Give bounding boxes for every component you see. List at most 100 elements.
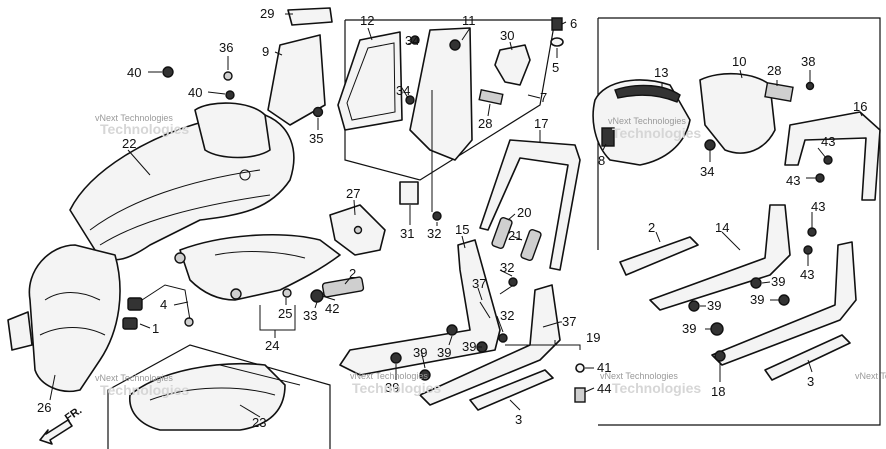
watermark-1: vNext Technologies	[95, 113, 173, 123]
bolt-part-39h	[710, 322, 724, 336]
callout-39d: 39	[462, 339, 476, 354]
callout-41: 41	[597, 360, 611, 375]
watermark-6: vNext Technologies	[855, 371, 886, 381]
callout-32b: 32	[500, 260, 514, 275]
socket-part-5	[550, 37, 564, 47]
watermark-2: vNext Technologies	[608, 116, 686, 126]
callout-23: 23	[252, 415, 266, 430]
callout-11: 11	[462, 13, 476, 28]
callout-39c: 39	[437, 345, 451, 360]
watermark-large-4: Technologies	[352, 380, 441, 396]
callout-6: 6	[570, 16, 577, 31]
tail-cowl-part-13	[592, 79, 691, 166]
bolt-part-39a	[390, 352, 402, 364]
callout-32c: 32	[500, 308, 514, 323]
rear-fender-part-22	[69, 102, 295, 261]
bolt-part-43c	[807, 227, 817, 237]
callout-18: 18	[711, 384, 725, 399]
callout-3-center: 3	[515, 412, 522, 427]
bolt-part-39d	[419, 369, 431, 381]
pin-part-37b	[542, 321, 561, 328]
watermark-5: vNext Technologies	[600, 371, 678, 381]
rail-part-2-right	[619, 236, 699, 276]
holder-part-4	[184, 317, 194, 327]
washer-part-33	[310, 289, 324, 303]
bolt-part-43d	[803, 245, 813, 255]
callout-39h: 39	[682, 321, 696, 336]
rail-cover-part-3-center	[469, 369, 554, 411]
callout-39a: 39	[385, 380, 399, 395]
bolt-part-39f	[688, 300, 700, 312]
splash-guard-part-26	[7, 244, 121, 392]
watermark-3: vNext Technologies	[95, 373, 173, 383]
watermark-4: vNext Technologies	[350, 371, 428, 381]
callout-13: 13	[654, 65, 668, 80]
callout-35: 35	[309, 131, 323, 146]
callout-43c: 43	[811, 199, 825, 214]
callout-12: 12	[360, 13, 374, 28]
callout-43a: 43	[821, 134, 835, 149]
callout-30: 30	[500, 28, 514, 43]
callout-39g: 39	[707, 298, 721, 313]
grommet-part-34c	[704, 139, 716, 151]
rear-panel-part-23	[129, 362, 301, 431]
label-part-31	[399, 181, 419, 205]
pin-part-37a	[479, 301, 491, 319]
callout-1: 1	[152, 321, 159, 336]
callout-42: 42	[325, 301, 339, 316]
rail-part-2-left	[321, 276, 365, 298]
callout-5: 5	[552, 60, 559, 75]
side-rail-part-15	[339, 239, 501, 376]
callout-16: 16	[853, 99, 867, 114]
bulb-part-8	[601, 127, 615, 147]
callout-34c: 34	[700, 164, 714, 179]
side-rail-part-14	[649, 204, 791, 312]
callout-17: 17	[534, 116, 548, 131]
watermark-large-1: Technologies	[100, 121, 189, 137]
fasteners-center	[479, 277, 586, 403]
grommet-part-35	[312, 106, 324, 118]
callout-39f: 39	[750, 292, 764, 307]
watermark-large-5: Technologies	[612, 380, 701, 396]
bolt-part-39b	[446, 324, 458, 336]
washer-part-41	[575, 363, 585, 373]
callout-3-right: 3	[807, 374, 814, 389]
rail-cover-part-3-right	[764, 334, 851, 381]
bolt-part-44	[574, 387, 586, 403]
callout-44: 44	[597, 381, 611, 396]
bolt-part-40b	[225, 90, 235, 100]
lens-part-12	[337, 31, 403, 131]
reflector-part-1b	[122, 317, 138, 330]
callout-28-center: 28	[478, 116, 492, 131]
bracket-part-20-21	[491, 216, 542, 262]
bolt-part-32a	[432, 211, 442, 221]
callout-26: 26	[37, 400, 51, 415]
screw-part-36	[223, 71, 233, 81]
bolt-part-32c	[498, 333, 508, 343]
callout-19: 19	[586, 330, 600, 345]
callout-2-right: 2	[648, 220, 655, 235]
callout-9: 9	[262, 44, 269, 59]
small-parts-left	[122, 276, 365, 330]
callout-40a: 40	[127, 65, 141, 80]
callout-2-left: 2	[349, 266, 356, 281]
callout-43d: 43	[800, 267, 814, 282]
lid-part-9	[267, 7, 333, 126]
small-parts-right-top	[764, 81, 815, 102]
callout-25: 25	[278, 306, 292, 321]
callout-39e: 39	[771, 274, 785, 289]
bolt-part-39e	[750, 277, 762, 289]
callout-20: 20	[517, 205, 531, 220]
callout-labels: 1 2 2 3 3 4 5 6 7 8 9 10 11 12 13 14 15 …	[37, 6, 867, 430]
callout-24: 24	[265, 338, 279, 353]
callout-37a: 37	[472, 276, 486, 291]
small-clip-parts-5-6	[399, 17, 564, 221]
callout-40b: 40	[188, 85, 202, 100]
callout-27: 27	[346, 186, 360, 201]
callout-10: 10	[732, 54, 746, 69]
bolt-part-32b	[508, 277, 518, 287]
callout-43b: 43	[786, 173, 800, 188]
callout-21: 21	[508, 228, 522, 243]
bolt-part-43b	[815, 173, 825, 183]
